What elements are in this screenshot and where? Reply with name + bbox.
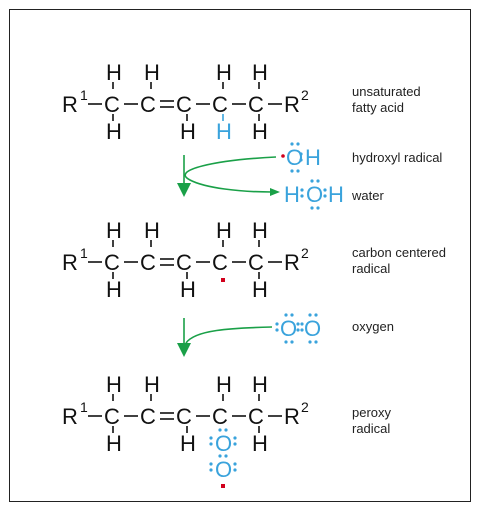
atom-c: C: [212, 92, 228, 117]
radical-dot: [221, 484, 225, 488]
curved-arrow: [185, 326, 273, 344]
atom-h: H: [144, 218, 160, 243]
atom-c: C: [176, 404, 192, 429]
arrow-head: [177, 343, 191, 357]
atom-h: H: [252, 119, 268, 144]
atom-c: C: [104, 250, 120, 275]
label-peroxy-radical: radical: [352, 421, 390, 436]
atom-h: H: [180, 431, 196, 456]
atom-o: O: [286, 145, 303, 170]
atom-c: C: [176, 92, 192, 117]
superscript-2: 2: [301, 399, 309, 415]
atom-h: H: [216, 372, 232, 397]
atom-c: C: [248, 250, 264, 275]
atom-h: H: [106, 119, 122, 144]
reaction-arrow-2: [177, 318, 273, 357]
atom-h: H: [252, 60, 268, 85]
atom-h: H: [106, 218, 122, 243]
superscript-1: 1: [80, 399, 88, 415]
atom-r: R: [284, 92, 300, 117]
label-hydroxyl-radical: hydroxyl radical: [352, 150, 442, 165]
atom-r: R: [62, 404, 78, 429]
label-unsaturated: unsaturated: [352, 84, 421, 99]
arrow-head: [177, 183, 191, 197]
superscript-2: 2: [301, 87, 309, 103]
atom-c: C: [248, 404, 264, 429]
atom-h: H: [106, 277, 122, 302]
atom-h: H: [180, 277, 196, 302]
atom-h: H: [252, 277, 268, 302]
label-water: water: [351, 188, 384, 203]
label-carbon-centered: carbon centered: [352, 245, 446, 260]
curved-arrow: [184, 156, 277, 193]
atom-c: C: [104, 404, 120, 429]
atom-h: H: [106, 372, 122, 397]
atom-o: O: [280, 316, 297, 341]
atom-h: H: [284, 182, 300, 207]
atom-o-peroxy: O: [215, 431, 232, 456]
atom-c: C: [140, 92, 156, 117]
radical-dot: [221, 278, 225, 282]
atom-r: R: [62, 250, 78, 275]
atom-c: C: [140, 250, 156, 275]
atom-h: H: [216, 60, 232, 85]
atom-h: H: [144, 60, 160, 85]
label-peroxy: peroxy: [352, 405, 392, 420]
atom-c: C: [104, 92, 120, 117]
water-molecule: H O H: [284, 179, 344, 210]
atom-r: R: [62, 92, 78, 117]
atom-h: H: [252, 431, 268, 456]
atom-o: O: [306, 182, 323, 207]
atom-c: C: [176, 250, 192, 275]
atom-c: C: [248, 92, 264, 117]
diagram-frame: [9, 9, 471, 502]
molecule-carbon-radical: R 1 C H H C H C H C H C H H R 2: [62, 218, 309, 302]
atom-h: H: [180, 119, 196, 144]
atom-c-radical: C: [212, 250, 228, 275]
superscript-1: 1: [80, 87, 88, 103]
atom-h: H: [328, 182, 344, 207]
atom-h: H: [305, 145, 321, 170]
atom-r: R: [284, 250, 300, 275]
reaction-arrow-1: [177, 155, 280, 197]
atom-o: O: [304, 316, 321, 341]
hydroxyl-radical: O H: [281, 142, 321, 173]
atom-h: H: [252, 218, 268, 243]
molecule-peroxy-radical: R 1 C H H C H C H C H C H H R 2 O: [62, 372, 309, 488]
atom-c: C: [140, 404, 156, 429]
atom-h: H: [106, 431, 122, 456]
label-fatty-acid: fatty acid: [352, 100, 404, 115]
superscript-1: 1: [80, 245, 88, 261]
atom-r: R: [284, 404, 300, 429]
radical-dot: [281, 154, 285, 158]
atom-h-abstracted: H: [216, 119, 232, 144]
oxygen-molecule: O O: [275, 313, 321, 344]
atom-h: H: [144, 372, 160, 397]
atom-o-peroxy-terminal: O: [215, 457, 232, 482]
atom-h: H: [106, 60, 122, 85]
label-radical: radical: [352, 261, 390, 276]
molecule-fatty-acid: R 1 C H H C H C H C H H C H H R 2: [62, 60, 309, 144]
arrow-head: [270, 188, 280, 196]
atom-h: H: [252, 372, 268, 397]
atom-c: C: [212, 404, 228, 429]
atom-h: H: [216, 218, 232, 243]
superscript-2: 2: [301, 245, 309, 261]
label-oxygen: oxygen: [352, 319, 394, 334]
